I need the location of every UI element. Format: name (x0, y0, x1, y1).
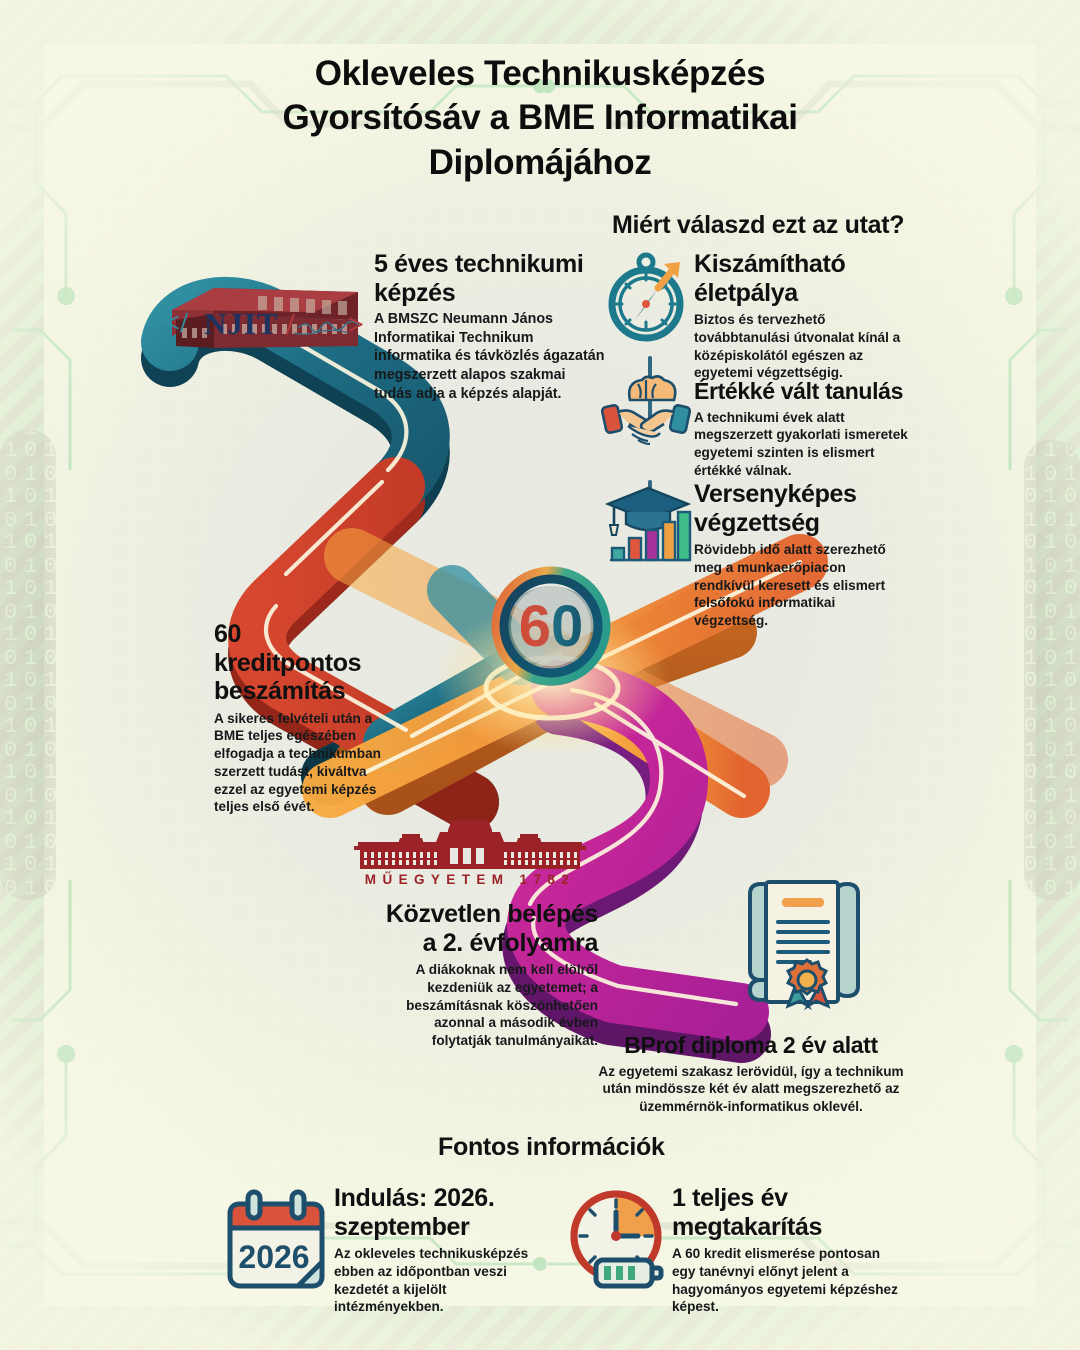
info-megtakaritas-title: 1 teljes év megtakarítás (672, 1184, 823, 1241)
benefit-ertekke-title: Értékké vált tanulás (694, 378, 904, 404)
bme-building-icon (354, 820, 586, 869)
benefit-kiszamithato: Kiszámítható életpálya Biztos és tervezh… (694, 250, 906, 382)
step-technikum: 5 éves technikumi képzés A BMSZC Neumann… (374, 250, 606, 404)
benefit-ertekke: Értékké vált tanulás A technikumi évek a… (694, 378, 908, 480)
diploma-scroll-icon (747, 880, 860, 1011)
njit-school-building-icon (172, 288, 358, 348)
benefit-versenykepes: Versenyképes végzettség Rövidebb idő ala… (694, 480, 900, 630)
info-megtakaritas: 1 teljes év megtakarítás A 60 kredit eli… (672, 1184, 900, 1316)
svg-text:NJIT: NJIT (204, 306, 279, 341)
step-bprof: BProf diploma 2 év alatt Az egyetemi sza… (598, 1032, 904, 1116)
info-megtakaritas-body: A 60 kredit elismerése pontosan egy tané… (672, 1246, 898, 1315)
step-belepes-body: A diákoknak nem kell elölről kezdeniük a… (406, 962, 598, 1049)
bme-building-label: MŰEGYETEM 1782 (364, 872, 576, 887)
credit-badge-60: 60 (491, 566, 611, 686)
step-technikum-title: 5 éves technikumi képzés (374, 250, 584, 307)
step-kredit-body: A sikeres felvételi után a BME teljes eg… (214, 710, 381, 815)
step-technikum-body: A BMSZC Neumann János Informatikai Techn… (374, 311, 605, 402)
badge-value: 60 (519, 594, 584, 659)
title-line-2: Gyorsítósáv a BME Informatikai (282, 98, 798, 138)
info-section-heading: Fontos információk (438, 1133, 665, 1161)
step-kredit: 60 kreditpontos beszámítás A sikeres fel… (214, 620, 390, 816)
svg-text:>: > (348, 310, 364, 341)
step-belepes-title: Közvetlen belépés a 2. évfolyamra (385, 900, 599, 957)
info-indulas-title: Indulás: 2026. szeptember (334, 1184, 495, 1241)
calendar-year-value: 2026 (238, 1239, 309, 1275)
calendar-icon: 2026 (227, 1189, 325, 1289)
step-belepes: Közvetlen belépés a 2. évfolyamra A diák… (376, 900, 599, 1050)
why-section-heading: Miért válaszd ezt az utat? (612, 211, 905, 239)
title-line-3: Diplomájához (428, 142, 652, 182)
info-indulas: Indulás: 2026. szeptember Az okleveles t… (334, 1184, 544, 1316)
compass-icon (608, 252, 684, 342)
page-title: Okleveles Technikusképzés Gyorsítósáv a … (170, 52, 910, 185)
step-kredit-title: 60 kreditpontos beszámítás (214, 620, 362, 705)
svg-text:/: / (285, 306, 295, 341)
handshake-brain-icon (600, 375, 692, 446)
njit-wordmark-logo: </ NJIT / > (164, 306, 364, 341)
title-line-1: Okleveles Technikusképzés (314, 54, 766, 93)
step-bprof-body: Az egyetemi szakasz lerövidül, így a tec… (598, 1063, 904, 1115)
benefit-versenykepes-body: Rövidebb idő alatt szerezhető meg a munk… (694, 542, 886, 629)
step-bprof-title: BProf diploma 2 év alatt (624, 1032, 878, 1058)
svg-text:</: </ (164, 308, 189, 339)
clock-battery-icon (570, 1190, 664, 1289)
benefit-kiszamithato-body: Biztos és tervezhető továbbtanulási útvo… (694, 312, 901, 381)
benefit-kiszamithato-title: Kiszámítható életpálya (694, 250, 846, 307)
benefit-ertekke-body: A technikumi évek alatt megszerzett gyak… (694, 409, 908, 479)
info-indulas-body: Az okleveles technikusképzés ebben az id… (334, 1246, 529, 1315)
benefit-versenykepes-title: Versenyképes végzettség (694, 480, 857, 537)
graduation-cap-chart-icon (604, 486, 692, 562)
